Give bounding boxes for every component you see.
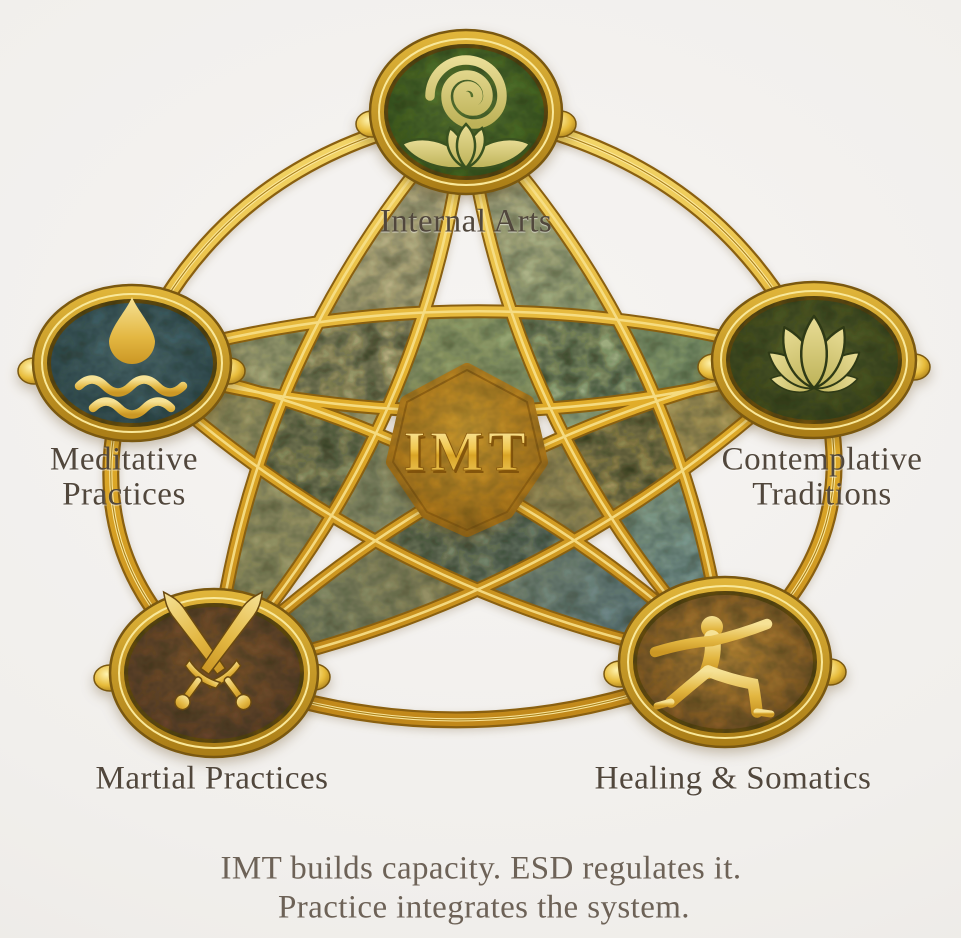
center-badge: IMT IMT [386, 363, 548, 537]
medallion-contemplative-traditions [697, 280, 931, 440]
medallion-meditative-practices [17, 283, 246, 443]
medallion-healing-somatics [603, 575, 847, 749]
medallion-martial-practices [93, 587, 331, 759]
node-label-healing-somatics: Healing & Somatics [594, 760, 872, 797]
node-label-contemplative-traditions: Contemplative Traditions [721, 441, 923, 512]
center-badge-label: IMT [404, 421, 531, 483]
spiral-lotus-icon [400, 55, 532, 170]
crossed-swords-icon [162, 590, 264, 711]
caption-line-1: IMT builds capacity. ESD regulates it. [220, 850, 742, 887]
node-label-meditative-practices: Meditative Practices [50, 441, 198, 512]
medallion-internal-arts [355, 28, 577, 196]
center-badge-shadow-text: IMT [406, 424, 533, 486]
pose-figure-icon [649, 616, 775, 718]
lotus-icon [767, 314, 861, 393]
node-label-internal-arts: Internal Arts [379, 203, 553, 240]
outer-ring [102, 103, 843, 729]
caption-line-2: Practice integrates the system. [278, 889, 690, 926]
droplet-waves-icon [74, 297, 188, 419]
node-label-martial-practices: Martial Practices [95, 760, 329, 797]
